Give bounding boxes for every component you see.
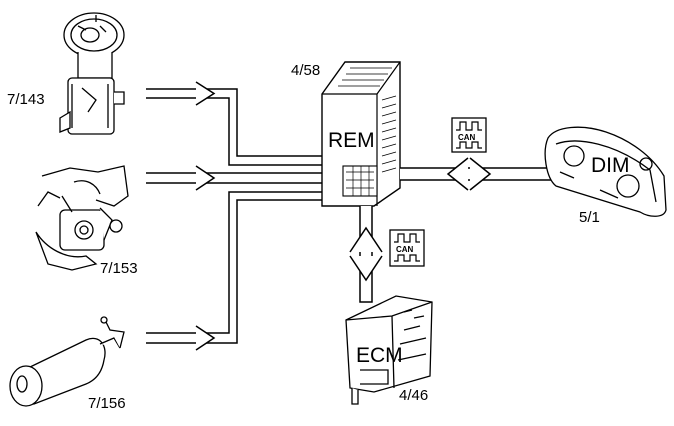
ecm-name: ECM — [356, 344, 403, 367]
ecm-module — [345, 295, 433, 405]
dim-instrument-cluster — [544, 126, 667, 217]
dim-code-label: 5/1 — [579, 209, 600, 226]
arrow-sensor-unit-icon — [195, 165, 216, 191]
fuel-pump-label: 7/143 — [7, 91, 45, 108]
can-label-rem-ecm: CAN — [396, 245, 414, 254]
fuel-tank-label: 7/156 — [88, 395, 126, 412]
signal-line-fuel-pump — [146, 88, 322, 166]
sensor-unit-label: 7/153 — [100, 260, 138, 277]
rem-name: REM — [328, 129, 375, 152]
fuel-tank-illustration — [9, 316, 125, 407]
can-badge-rem-dim: CAN — [451, 117, 487, 153]
arrow-fuel-tank-icon — [195, 325, 216, 351]
arrow-fuel-pump-icon — [195, 81, 216, 106]
rem-module — [321, 61, 401, 207]
signal-line-fuel-tank — [146, 191, 322, 344]
ecm-code-label: 4/46 — [399, 387, 428, 404]
dim-name: DIM — [591, 154, 630, 177]
can-bus-line-rem-dim — [400, 157, 557, 191]
signal-line-sensor-unit — [146, 172, 322, 184]
can-badge-rem-ecm: CAN — [389, 229, 425, 267]
fuel-pump-illustration — [59, 12, 125, 135]
rem-code-label: 4/58 — [291, 62, 320, 79]
can-bus-line-rem-ecm — [349, 206, 383, 303]
sensor-unit-illustration — [35, 165, 129, 271]
can-label-rem-dim: CAN — [458, 133, 476, 142]
